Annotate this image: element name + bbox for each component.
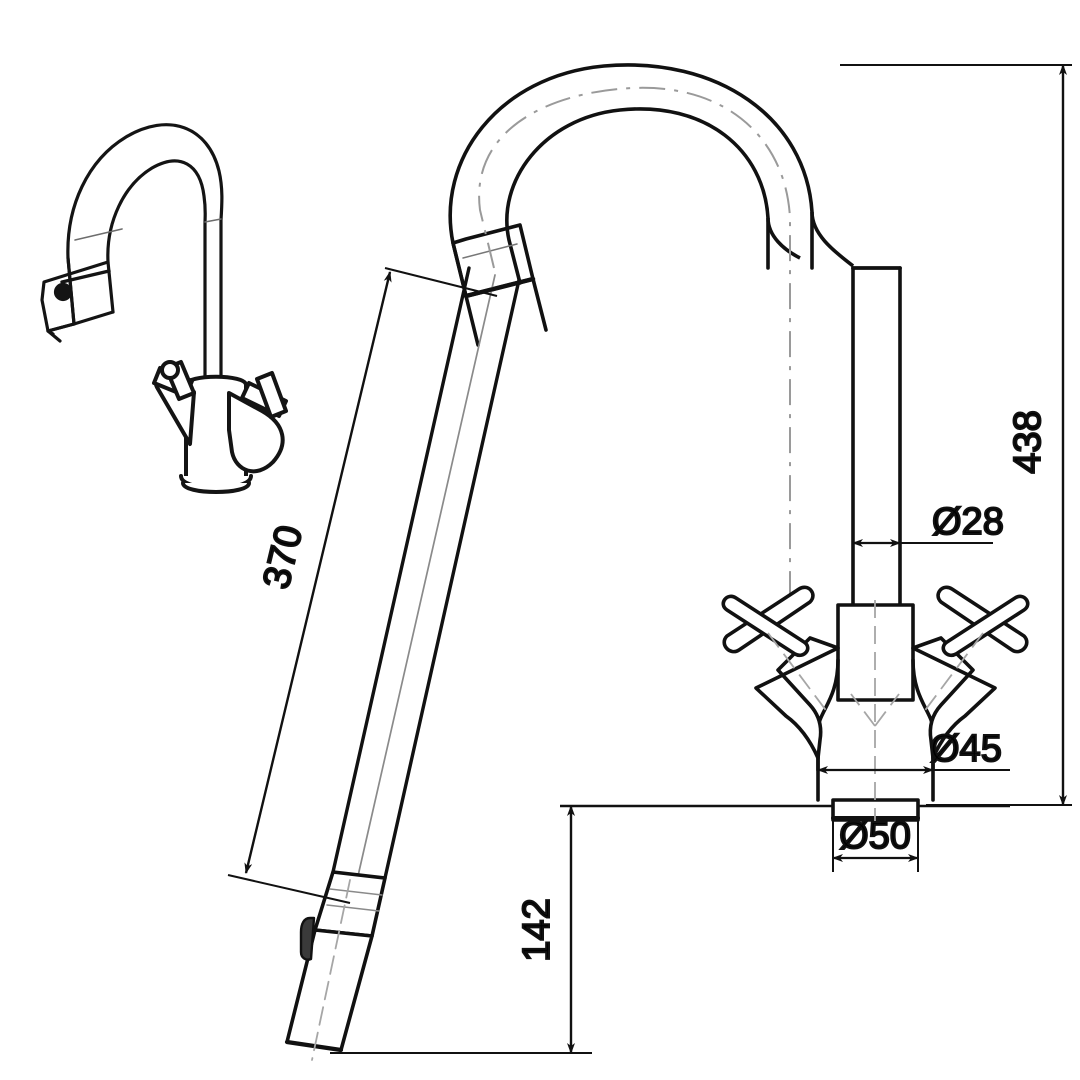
spray-head-nose-left bbox=[464, 294, 480, 347]
hose-right-wall bbox=[383, 278, 521, 880]
perspective-collar-lower bbox=[60, 269, 111, 284]
dimension-d50: Ø50 bbox=[832, 812, 919, 872]
dim-line-370 bbox=[244, 271, 392, 874]
spout-centerline-path bbox=[478, 86, 791, 600]
centerline-neck-left bbox=[767, 632, 829, 714]
perspective-spout-inner bbox=[106, 159, 207, 382]
perspective-collar-upper bbox=[74, 228, 123, 241]
spray-centerline bbox=[311, 879, 351, 1061]
dimension-438: 438 bbox=[840, 64, 1072, 806]
dimension-d45-label: Ø45 bbox=[930, 728, 1002, 770]
centerline-body-vee-right bbox=[874, 693, 900, 727]
body-centerlines bbox=[767, 600, 984, 826]
dimension-d28-label: Ø28 bbox=[932, 501, 1004, 543]
centerline-neck-right bbox=[922, 632, 984, 714]
centerline-body-vee-left bbox=[850, 693, 876, 727]
cross-handles bbox=[721, 585, 1030, 657]
perspective-spray-tip bbox=[40, 260, 115, 333]
spray-mode-button bbox=[299, 916, 316, 961]
handle-right-bar-vertical bbox=[941, 594, 1030, 657]
pull-out-spray-head bbox=[284, 870, 387, 1061]
hose-coupling-top bbox=[464, 277, 535, 298]
ext-line-370-bottom bbox=[227, 874, 351, 904]
dimension-142-label: 142 bbox=[516, 898, 558, 961]
front-elevation-view bbox=[448, 63, 902, 606]
spray-collar-ring-1 bbox=[329, 888, 383, 896]
perspective-spout-outer bbox=[66, 123, 224, 382]
perspective-handle-left-knob bbox=[160, 360, 180, 380]
spout-centerline bbox=[478, 86, 791, 600]
handle-left-bar-vertical bbox=[721, 594, 810, 657]
dimension-142: 142 bbox=[330, 805, 592, 1054]
dimension-d50-label: Ø50 bbox=[839, 815, 911, 857]
valve-necks bbox=[754, 636, 997, 760]
arc-to-column-inner bbox=[766, 217, 801, 260]
ext-line-370-top bbox=[384, 267, 498, 297]
dimension-438-label: 438 bbox=[1007, 410, 1049, 473]
dimension-370: 370 bbox=[227, 267, 498, 904]
dimension-d45: Ø45 bbox=[817, 727, 1010, 774]
spray-head-nose-right bbox=[531, 277, 548, 332]
perspective-base-flange-line bbox=[181, 481, 251, 494]
spout-inner-arc bbox=[505, 107, 770, 285]
valve-neck-left bbox=[754, 636, 840, 760]
spray-collar-ring-2 bbox=[326, 904, 380, 912]
dimension-d28: Ø28 bbox=[852, 500, 1005, 547]
perspective-view bbox=[40, 123, 224, 382]
perspective-column-collar bbox=[204, 218, 222, 223]
arc-to-column-outer bbox=[810, 211, 855, 268]
spout-outer-arc bbox=[448, 63, 814, 298]
front-elevation-column-link bbox=[766, 211, 855, 268]
perspective-spray-button bbox=[53, 282, 73, 302]
spray-body-tip-edge bbox=[284, 1039, 344, 1053]
valve-neck-right bbox=[911, 636, 997, 760]
